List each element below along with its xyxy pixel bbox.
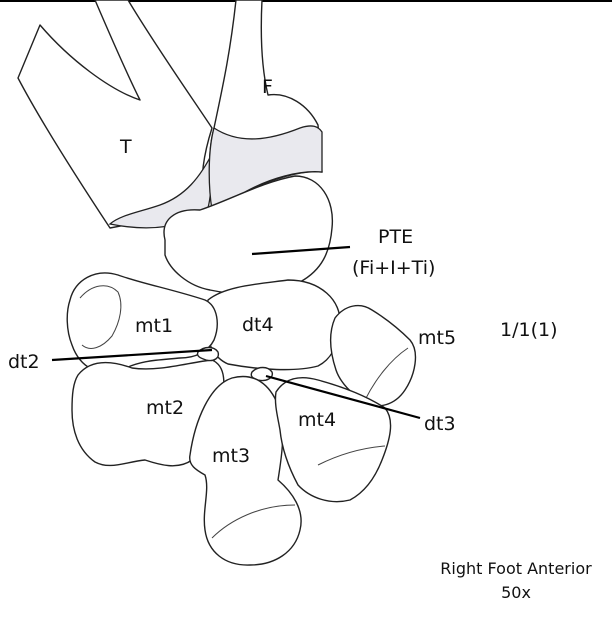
- mt5-label: mt5: [418, 327, 456, 349]
- mt4-label: mt4: [298, 409, 336, 431]
- pte-bone: [163, 175, 334, 295]
- mt3-facet: [211, 504, 296, 539]
- mt1-label: mt1: [135, 315, 173, 337]
- fibula-cartilage: [208, 125, 323, 212]
- mt3-label: mt3: [212, 445, 250, 467]
- tibia-label: T: [119, 136, 132, 158]
- caption-view: Right Foot Anterior: [440, 559, 592, 578]
- dt4-label: dt4: [242, 314, 274, 336]
- mt4-facet: [317, 445, 386, 466]
- mt3-bone: [189, 375, 302, 566]
- mt1-facet: [79, 285, 122, 349]
- fibula-label: F: [262, 76, 273, 98]
- mt2-label: mt2: [146, 397, 184, 419]
- pte-sublabel: (Fi+I+Ti): [352, 257, 435, 279]
- dt3-label: dt3: [424, 413, 456, 435]
- dt2-label: dt2: [8, 351, 40, 373]
- figure-caption: Right Foot Anterior 50x: [426, 557, 606, 605]
- dt2-leader-line: [51, 348, 213, 362]
- pte-label: PTE: [378, 226, 413, 248]
- mt5-facet: [364, 347, 409, 401]
- pte-leader-line: [251, 245, 351, 256]
- formula-label: 1/1(1): [500, 319, 558, 341]
- tibia-bone: [17, 0, 213, 229]
- mt5-bone: [329, 304, 417, 407]
- dt3-leader-line: [265, 374, 421, 420]
- caption-magnification: 50x: [501, 583, 531, 602]
- mt4-bone: [274, 377, 392, 503]
